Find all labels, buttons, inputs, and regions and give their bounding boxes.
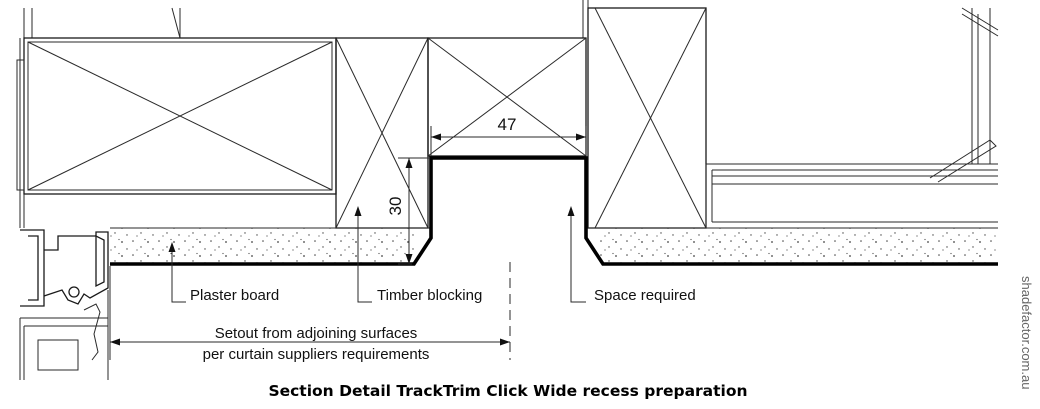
- dimension-depth-value: 30: [386, 197, 405, 216]
- track-extrusion: [19, 229, 109, 380]
- dimension-width-value: 47: [498, 115, 517, 134]
- watermark: shadefactor.com.au: [1019, 276, 1034, 389]
- plaster-board: [110, 227, 998, 264]
- dimension-width: [430, 126, 587, 156]
- diagram-title: Section Detail TrackTrim Click Wide rece…: [268, 382, 747, 400]
- label-plaster-board: Plaster board: [190, 287, 279, 304]
- label-timber-blocking: Timber blocking: [377, 287, 482, 304]
- dimension-setout: [109, 262, 511, 360]
- label-setout-line1: Setout from adjoining surfaces: [215, 325, 418, 342]
- dimension-depth: [398, 157, 430, 265]
- leader-timber-blocking: [354, 206, 372, 303]
- steel-channel: [705, 7, 999, 229]
- label-space-required: Space required: [594, 287, 696, 304]
- leader-space-required: [567, 206, 586, 303]
- label-setout-line2: per curtain suppliers requirements: [203, 346, 430, 363]
- recess-profile-line: [110, 156, 998, 266]
- leader-plaster-board: [168, 242, 186, 303]
- timber-framing: [16, 0, 707, 229]
